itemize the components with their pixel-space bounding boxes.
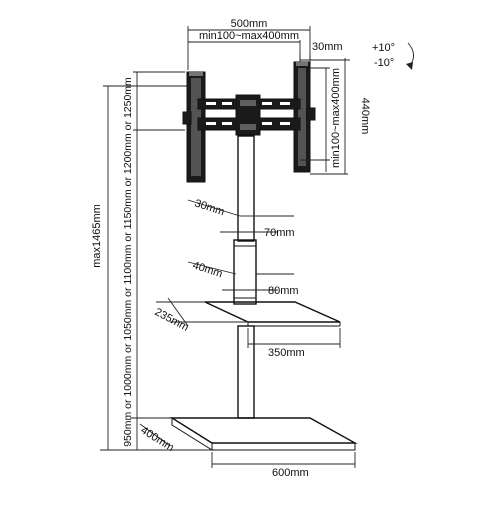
- label-vertical-span: 440mm: [359, 98, 371, 135]
- label-top-range: min100~max400mm: [199, 30, 299, 42]
- dim-lower-pole: 40mm 80mm: [187, 259, 299, 297]
- label-upper-pole-depth: 30mm: [193, 197, 226, 218]
- label-lower-pole-depth: 40mm: [191, 259, 224, 280]
- dim-left-heights: 950mm or 1000mm or 1050mm or 1100mm or 1…: [91, 71, 187, 451]
- base-plate: [169, 417, 358, 444]
- glass-shelf: [204, 301, 341, 323]
- upper-pole: [237, 135, 255, 242]
- dim-right-bracket: 30mm 440mm min100~max400mm: [299, 41, 371, 175]
- label-base-depth: 400mm: [138, 424, 175, 454]
- label-upper-pole-width: 70mm: [264, 227, 295, 239]
- pole-connector: [233, 239, 257, 305]
- label-base-width: 600mm: [272, 467, 309, 479]
- lower-pole: [237, 325, 255, 419]
- label-lower-pole-width: 80mm: [268, 285, 299, 297]
- label-tilt-up: +10°: [372, 42, 395, 54]
- label-vertical-range: min100~max400mm: [330, 68, 342, 168]
- label-shelf-width: 350mm: [268, 347, 305, 359]
- dim-shelf: 235mm 350mm: [153, 297, 341, 359]
- label-top-width: 500mm: [231, 18, 268, 30]
- label-tilt-down: -10°: [374, 57, 394, 69]
- vesa-bracket: [182, 61, 316, 183]
- label-shelf-depth: 235mm: [153, 306, 191, 334]
- label-bracket-depth: 30mm: [312, 41, 343, 53]
- bracket-center-hub: [235, 94, 261, 136]
- label-height-options: 950mm or 1000mm or 1050mm or 1100mm or 1…: [122, 77, 134, 447]
- dim-base: 400mm 600mm: [130, 417, 356, 479]
- label-max-height: max1465mm: [91, 204, 103, 268]
- tilt-indicator: +10° -10°: [372, 42, 414, 70]
- dim-upper-pole: 30mm 70mm: [187, 197, 295, 239]
- dim-top-width: 500mm min100~max400mm: [187, 18, 311, 70]
